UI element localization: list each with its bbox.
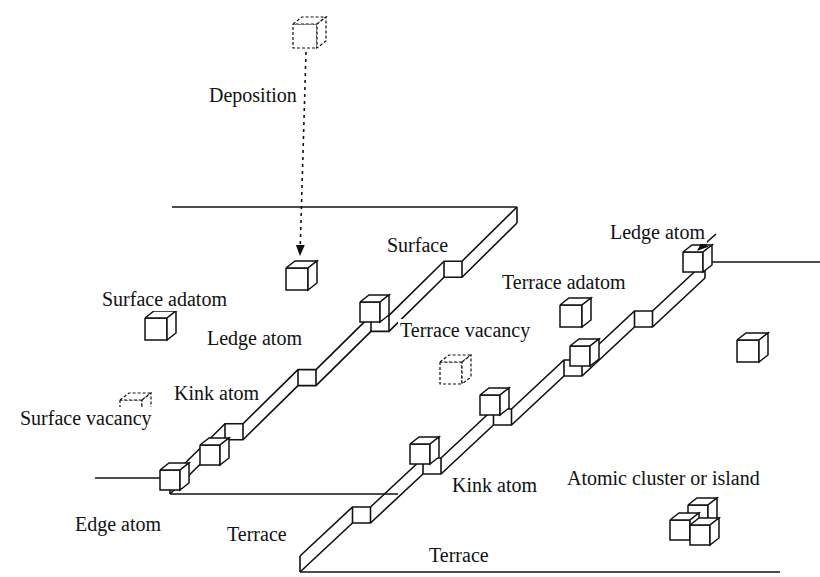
cube-face [582,298,591,327]
cube-face [308,261,317,290]
terrace-back-edge [705,261,820,263]
cube-face [570,346,590,366]
cube-face [670,520,690,540]
terrace-vacancy [440,355,471,384]
cube-face [480,395,500,415]
callout-label: Surface [385,234,450,257]
riser-corner [297,370,299,386]
cube-face [360,302,380,322]
ledge-riser [300,278,705,572]
cube-face [286,268,308,290]
riser-corner [370,507,372,523]
riser-corner [242,424,244,440]
callout-label: Ledge atom [608,221,707,244]
edge-atom [160,463,189,490]
ledge-atom [480,388,509,415]
cube-face [500,388,509,415]
ledge-atom [570,339,599,366]
callout-label: Edge atom [73,513,163,536]
terrace-front-edge [170,493,398,495]
cube-face [590,339,599,366]
cube-face [167,311,176,340]
riser-corner [461,261,463,277]
depositing-atom [293,17,326,48]
cube-face [440,362,462,384]
cube-face [710,518,719,545]
kink-atom [410,437,439,464]
riser-corner [511,409,513,425]
cube-face [380,295,389,322]
callout-label: Surface vacancy [18,407,154,430]
surface-front-edge [95,477,170,479]
riser-corner [352,507,354,523]
riser-corner [443,261,445,277]
cube-face [317,17,326,48]
riser-corner [440,458,442,474]
surface-adatom [145,311,176,340]
terrace-adatom [560,298,591,327]
cube-face [160,470,180,490]
kink-atom [200,438,229,465]
cube-face [430,437,439,464]
callout-label: Terrace [225,523,289,546]
cube-face [220,438,229,465]
cube-face [462,355,471,384]
terrace-adatom [737,333,768,362]
cube-face [690,525,710,545]
callout-label: Terrace adatom [500,271,628,294]
callout-label: Atomic cluster or island [565,467,762,490]
terrace-bottom-edge [300,571,780,573]
callout-label: Deposition [207,84,299,107]
riser-corner [652,311,654,327]
riser-corner [516,207,518,223]
cube-face [293,24,317,48]
ledge-atom [683,245,712,272]
riser-corner [299,556,301,572]
riser-corner [634,311,636,327]
deposited-atom [286,261,317,290]
callout-label: Surface adatom [100,288,229,311]
ledge-riser [170,223,517,494]
cube-face [200,445,220,465]
callout-label: Ledge atom [205,327,304,350]
riser-corner [388,315,390,331]
cube-face [560,305,582,327]
cube-face [737,340,759,362]
cube-face [703,245,712,272]
riser-corner [315,370,317,386]
cube-face [759,333,768,362]
cube-face [410,444,430,464]
cluster-atom [690,518,719,545]
deposition-arrow [300,52,306,255]
ledge-edge [170,207,517,478]
ledge-edge [300,262,705,556]
ledge-atom [360,295,389,322]
cube-face [145,318,167,340]
callout-label: Terrace [427,544,491,567]
cube-face [683,252,703,272]
surface-edge [172,206,517,208]
riser-corner [563,360,565,376]
callout-label: Kink atom [450,474,539,497]
callout-label: Terrace vacancy [398,319,532,342]
callout-label: Kink atom [172,382,261,405]
cube-face [180,463,189,490]
